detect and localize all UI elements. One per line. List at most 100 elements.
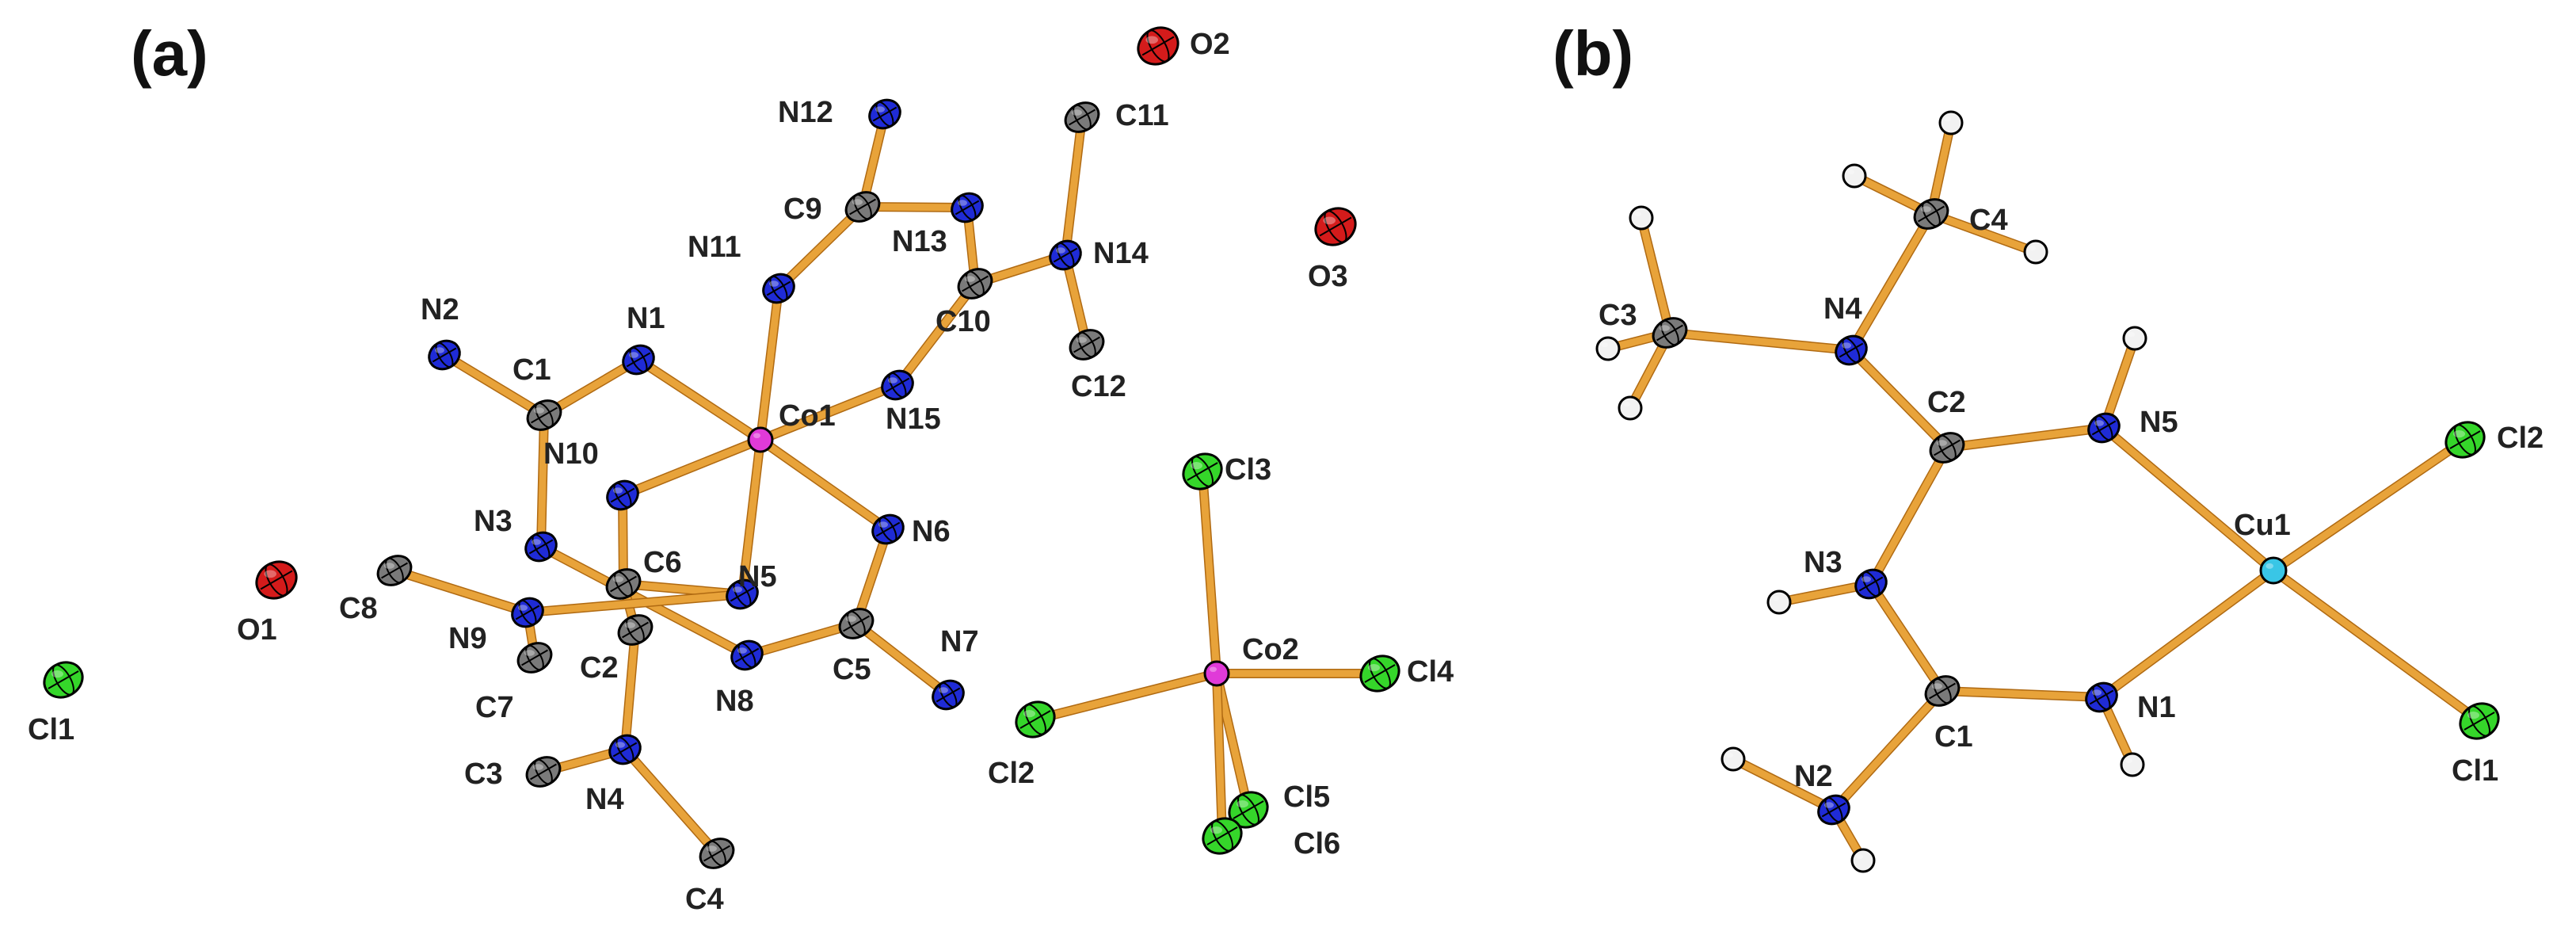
atom-octant-a-N14 [1056, 242, 1075, 269]
atom-b-H4a [1938, 110, 1964, 135]
atom-label-a-Cl6: Cl6 [1294, 827, 1340, 861]
atom-octant-a-N7 [939, 681, 958, 708]
atom-axis-a-C12 [1073, 336, 1100, 353]
atom-a-O1 [255, 560, 298, 600]
bond-fill-a-C1-N3 [537, 411, 548, 551]
atom-a-Cl3 [1182, 452, 1223, 490]
atom-axis-a-C3 [530, 763, 557, 780]
atom-highlight-a-Co1 [753, 433, 760, 439]
atom-a-N5 [726, 578, 759, 610]
atom-axis-a-N7 [936, 687, 961, 703]
atom-octant-a-N6 [878, 516, 897, 543]
atom-layer [43, 26, 2500, 873]
atom-axis-a-C9 [849, 198, 876, 216]
atom-label-b-N1: N1 [2137, 691, 2176, 724]
atom-axis-b-N3 [1858, 576, 1884, 592]
atom-label-a-N5: N5 [738, 560, 777, 593]
atom-label-a-N8: N8 [715, 685, 754, 718]
atom-highlight-b-C4 [1920, 206, 1931, 212]
atom-highlight-b-C1 [1931, 683, 1942, 689]
atom-axis-a-N5 [730, 586, 755, 602]
atom-label-a-C10: C10 [936, 305, 991, 338]
bond-fill-a-Co2-Cl6 [1213, 670, 1226, 840]
bond-fill-a-N10-Co1 [619, 436, 764, 499]
atom-axis-a-Cl6 [1206, 826, 1238, 845]
atom-highlight-b-H4a [1944, 116, 1951, 122]
atom-octant-b-Cl2 [2454, 424, 2476, 456]
atom-axis-b-Cl1 [2464, 712, 2495, 731]
atom-label-a-N11: N11 [688, 231, 741, 264]
atom-octant-a-N9 [518, 599, 537, 626]
atom-octant-a-C10 [966, 270, 985, 297]
atom-b-H4c [2023, 239, 2048, 265]
atom-octant-b-C4 [1922, 200, 1941, 227]
bond-fill-a-N4-C4 [621, 746, 721, 857]
atom-ellipsoid-a-Co2 [1203, 660, 1230, 687]
atom-label-a-N1: N1 [627, 302, 665, 335]
bond-fill-a-N9-C8 [391, 567, 532, 616]
bond-fill-b-N5-Cu1 [2100, 424, 2277, 574]
atom-label-a-O1: O1 [237, 613, 277, 647]
atom-axis-b-C1 [1929, 682, 1956, 700]
atom-label-a-Co1: Co1 [779, 399, 836, 433]
atom-label-a-Cl2: Cl2 [988, 757, 1035, 790]
atom-axis-a-C11 [1069, 109, 1096, 126]
atom-a-C8 [376, 555, 413, 586]
atom-a-O2 [1137, 26, 1179, 66]
atom-axis-b-Cl2 [2449, 430, 2481, 449]
atom-highlight-a-O1 [264, 570, 277, 578]
atom-highlight-b-N1 [2092, 689, 2102, 696]
atom-octant-a-N10 [613, 482, 632, 509]
atom-highlight-a-N4 [615, 742, 625, 748]
bond-fill-b-N3-C2 [1867, 444, 1951, 588]
atom-octant-b-N2 [1824, 796, 1843, 823]
atom-axis-a-N9 [515, 605, 540, 620]
atom-b-H2b [1850, 848, 1876, 873]
bond-fill-b-C4-H4c [1927, 210, 2040, 256]
atom-highlight-a-N7 [939, 687, 948, 693]
atom-highlight-a-C7 [524, 650, 535, 656]
atom-axis-a-N2 [432, 347, 457, 363]
atom-octant-a-N11 [769, 275, 788, 302]
atom-a-C4 [699, 838, 735, 869]
bond-fill-b-N1-C1 [1938, 687, 2105, 701]
atom-octant-a-N2 [435, 342, 454, 368]
atom-octant-a-N5 [733, 581, 752, 608]
atom-axis-a-N6 [875, 521, 901, 537]
atom-b-Cl1 [2459, 702, 2500, 740]
atom-b-N1 [2085, 681, 2118, 713]
atom-axis-a-N8 [734, 647, 760, 663]
atom-a-N13 [951, 192, 984, 223]
atom-axis-a-Cl3 [1187, 462, 1218, 481]
atom-a-C1 [526, 399, 562, 431]
atom-octant-a-C5 [847, 610, 866, 637]
atom-octant-a-O3 [1324, 210, 1347, 243]
atom-b-C2 [1929, 432, 1965, 464]
atom-axis-b-N4 [1839, 342, 1864, 358]
atom-axis-a-C4 [703, 845, 730, 862]
atom-octant-b-N5 [2094, 414, 2113, 441]
atom-octant-b-C2 [1938, 434, 1957, 461]
atom-ellipsoid-b-H2b [1850, 848, 1876, 873]
atom-label-a-C9: C9 [783, 193, 822, 226]
atom-ellipsoid-b-H5 [2122, 326, 2147, 351]
bond-fill-b-C3-H3a [1637, 214, 1674, 337]
bond-fill-a-N15-Co1 [756, 381, 901, 444]
atom-label-b-Cl1: Cl1 [2452, 754, 2498, 788]
atom-highlight-a-Cl4 [1368, 664, 1380, 672]
atom-axis-a-N11 [766, 280, 791, 296]
atom-highlight-a-Co2 [1210, 666, 1217, 673]
atom-a-C11 [1064, 101, 1100, 133]
atom-octant-a-C3 [534, 758, 553, 785]
atom-octant-b-C3 [1660, 319, 1679, 346]
atom-b-Cu1 [2259, 556, 2288, 585]
atom-a-C7 [516, 642, 553, 674]
atom-label-b-N3: N3 [1804, 546, 1842, 579]
atom-label-a-N13: N13 [892, 225, 947, 258]
atom-a-N4 [608, 734, 642, 765]
bond-fill-b-N1-Cu1 [2098, 567, 2277, 701]
atom-b-H3c [1618, 395, 1643, 421]
atom-octant-a-C12 [1077, 331, 1096, 358]
atom-axis-a-N14 [1053, 247, 1078, 263]
atom-b-C1 [1924, 675, 1961, 707]
